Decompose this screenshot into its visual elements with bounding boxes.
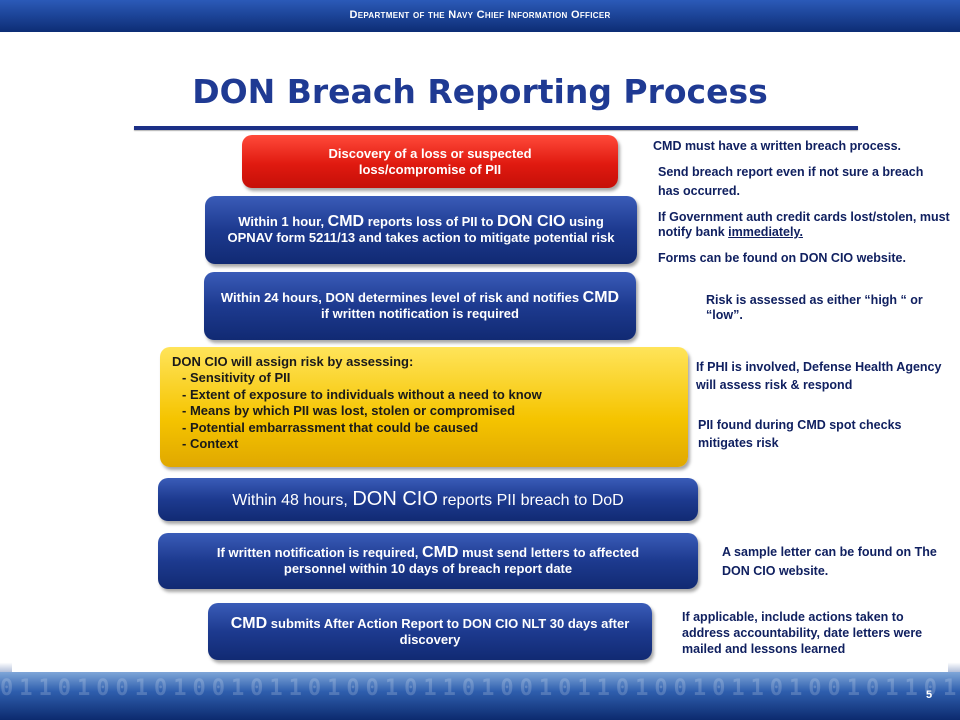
doncio-label: DON CIO [497, 213, 566, 230]
step-after-action-report-text: CMD submits After Action Report to DON C… [230, 614, 630, 647]
note-send-report: Send breach report even if not sure a br… [658, 165, 924, 198]
note-after-action: If applicable, include actions taken to … [682, 610, 923, 656]
step-notification-letters-text: If written notification is required, CMD… [216, 544, 640, 577]
risk-factor-item: - Potential embarrassment that could be … [182, 419, 479, 435]
note-spot-checks: PII found during CMD spot checks mitigat… [698, 418, 902, 450]
step-twentyfour-hours: Within 24 hours, DON determines level of… [204, 272, 636, 340]
cmd-label: CMD [230, 614, 268, 632]
risk-factor-item: - Context [182, 436, 239, 451]
cmd-label: CMD [422, 544, 459, 561]
step-discovery: Discovery of a loss or suspected loss/co… [242, 135, 618, 188]
title-underline [134, 126, 858, 130]
step-risk-assessment: DON CIO will assign risk by assessing: -… [160, 347, 688, 467]
risk-factor-item: - Sensitivity of PII [182, 370, 291, 385]
cmd-label: CMD [582, 289, 620, 306]
header-bar [0, 0, 960, 32]
header-text: Department of the Navy Chief Information… [349, 9, 611, 21]
risk-assessment-heading: DON CIO will assign risk by assessing: [172, 354, 414, 369]
step-one-hour-text: Within 1 hour, CMD reports loss of PII t… [227, 213, 615, 246]
footer-binary-decoration: 0110100101001011010010110100101101001011… [0, 676, 960, 701]
note-credit-cards: If Government auth credit cards lost/sto… [658, 210, 950, 239]
step-after-action-report: CMD submits After Action Report to DON C… [208, 603, 652, 660]
step-twentyfour-hours-text: Within 24 hours, DON determines level of… [220, 289, 620, 322]
step-one-hour: Within 1 hour, CMD reports loss of PII t… [205, 196, 637, 264]
page-number: 5 [926, 689, 933, 701]
risk-assessment-content: DON CIO will assign risk by assessing: -… [172, 353, 542, 453]
risk-factor-item: - Extent of exposure to individuals with… [182, 386, 542, 402]
doncio-label: DON CIO [352, 487, 438, 510]
step-notification-letters: If written notification is required, CMD… [158, 533, 698, 589]
note-risk-levels: Risk is assessed as either “high “ or “l… [706, 293, 923, 322]
cmd-label: CMD [327, 213, 365, 230]
step-fortyeight-hours-text: Within 48 hours, DON CIO reports PII bre… [232, 487, 624, 510]
footer-band [0, 672, 960, 720]
note-phi: If PHI is involved, Defense Health Agenc… [696, 360, 942, 392]
note-forms: Forms can be found on DON CIO website. [658, 251, 906, 265]
risk-factor-list: - Sensitivity of PII - Extent of exposur… [172, 370, 542, 453]
slide-title: DON Breach Reporting Process [192, 72, 768, 111]
note-written-process: CMD must have a written breach process. [653, 139, 901, 153]
step-discovery-text: Discovery of a loss or suspected loss/co… [328, 145, 532, 177]
risk-factor-item: - Means by which PII was lost, stolen or… [182, 403, 516, 418]
note-sample-letter: A sample letter can be found on The DON … [722, 545, 937, 578]
step-fortyeight-hours: Within 48 hours, DON CIO reports PII bre… [158, 478, 698, 521]
